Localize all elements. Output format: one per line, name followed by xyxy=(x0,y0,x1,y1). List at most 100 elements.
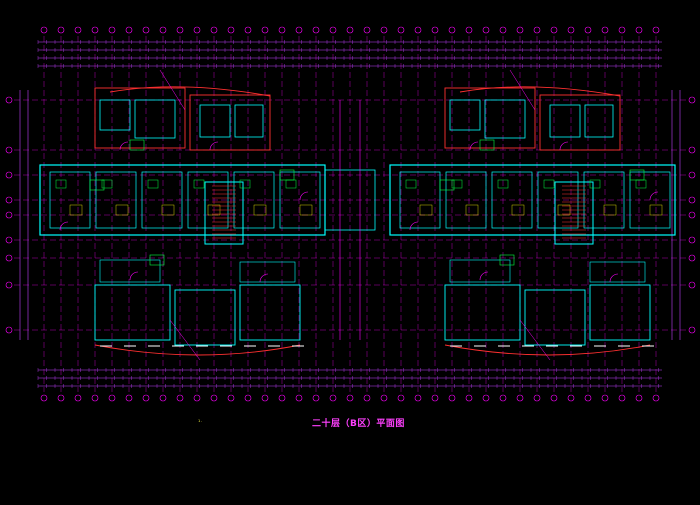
axis-bubble xyxy=(688,281,696,289)
room-details xyxy=(55,69,663,361)
axis-bubble xyxy=(244,26,252,34)
fixture xyxy=(543,179,555,189)
axis-bubble xyxy=(40,26,48,34)
door-swing xyxy=(469,141,479,151)
note-line xyxy=(198,498,202,504)
axis-bubble xyxy=(688,146,696,154)
axis-bubble xyxy=(688,326,696,334)
axis-bubble xyxy=(244,394,252,402)
middle-room xyxy=(141,171,183,229)
axis-bubble xyxy=(74,26,82,34)
lower-unit-outline xyxy=(589,284,651,341)
axis-bubble xyxy=(688,196,696,204)
fixture xyxy=(419,204,433,216)
connector-block xyxy=(324,169,376,231)
axis-bubble xyxy=(159,26,167,34)
axis-bubble xyxy=(533,394,541,402)
lower-unit-outline xyxy=(524,289,586,346)
fixture xyxy=(253,204,267,216)
stair-core xyxy=(204,181,244,245)
room-outline xyxy=(234,104,264,138)
axis-bubble xyxy=(688,254,696,262)
axis-bubble xyxy=(142,26,150,34)
door-swing xyxy=(259,273,269,283)
axis-bubble xyxy=(108,26,116,34)
axis-bubble xyxy=(74,394,82,402)
middle-room xyxy=(491,171,533,229)
axis-bubble xyxy=(210,394,218,402)
axis-bubble xyxy=(652,26,660,34)
middle-room xyxy=(583,171,625,229)
balcony-edge xyxy=(459,86,621,97)
middle-room xyxy=(233,171,275,229)
axis-bubble xyxy=(346,394,354,402)
upper-unit-outline xyxy=(189,94,271,151)
fixture xyxy=(299,204,313,216)
axis-bubble xyxy=(414,394,422,402)
middle-room xyxy=(445,171,487,229)
building-walls xyxy=(39,86,676,356)
room-outline xyxy=(134,99,176,139)
room-outline xyxy=(484,99,526,139)
axis-bubble xyxy=(159,394,167,402)
dimension-lines xyxy=(19,40,681,388)
lower-unit-outline xyxy=(444,284,521,341)
axis-bubble xyxy=(57,394,65,402)
equipment xyxy=(439,179,455,191)
fixture xyxy=(451,179,463,189)
axis-bubble xyxy=(635,26,643,34)
room-outline xyxy=(99,99,131,131)
axis-bubble xyxy=(414,26,422,34)
balcony-edge xyxy=(94,344,301,356)
axis-bubble xyxy=(363,26,371,34)
plan-title: 二十层（B区）平面图 xyxy=(312,419,405,429)
axis-bubble xyxy=(601,394,609,402)
fixture xyxy=(603,204,617,216)
axis-bubble xyxy=(5,196,13,204)
axis-bubble xyxy=(482,394,490,402)
room-outline xyxy=(584,104,614,138)
equipment xyxy=(129,139,145,151)
axis-bubble xyxy=(5,254,13,262)
fixture xyxy=(147,179,159,189)
axis-bubble xyxy=(5,96,13,104)
leader-line xyxy=(509,69,536,111)
door-swing xyxy=(129,271,139,281)
door-swing xyxy=(559,141,569,151)
middle-room xyxy=(629,171,671,229)
room-outline xyxy=(449,99,481,131)
axis-bubble xyxy=(431,394,439,402)
fixture xyxy=(649,204,663,216)
axis-bubble xyxy=(91,394,99,402)
axis-bubble xyxy=(261,26,269,34)
axis-bubble xyxy=(5,146,13,154)
axis-bubble xyxy=(261,394,269,402)
axis-bubble xyxy=(465,394,473,402)
axis-bubble xyxy=(278,394,286,402)
note-line: 1. xyxy=(198,419,203,423)
middle-room xyxy=(399,171,441,229)
axis-bubble xyxy=(482,26,490,34)
axis-bubble xyxy=(312,394,320,402)
axis-bubble xyxy=(227,26,235,34)
fixture xyxy=(497,179,509,189)
balcony-edge xyxy=(109,86,271,97)
axis-bubble xyxy=(584,26,592,34)
axis-bubble xyxy=(176,394,184,402)
axis-bubble xyxy=(57,26,65,34)
axis-bubble xyxy=(193,394,201,402)
axis-bubble xyxy=(380,394,388,402)
axis-bubble xyxy=(108,394,116,402)
axis-bubble xyxy=(5,211,13,219)
fixture xyxy=(405,179,417,189)
axis-bubble xyxy=(125,394,133,402)
middle-room xyxy=(187,171,229,229)
axis-bubble xyxy=(448,394,456,402)
axis-bubble xyxy=(5,171,13,179)
fixture xyxy=(101,179,113,189)
upper-unit-outline xyxy=(539,94,621,151)
door-swing xyxy=(479,271,489,281)
fixture xyxy=(69,204,83,216)
axis-bubble xyxy=(176,26,184,34)
lower-unit-outline xyxy=(94,284,171,341)
